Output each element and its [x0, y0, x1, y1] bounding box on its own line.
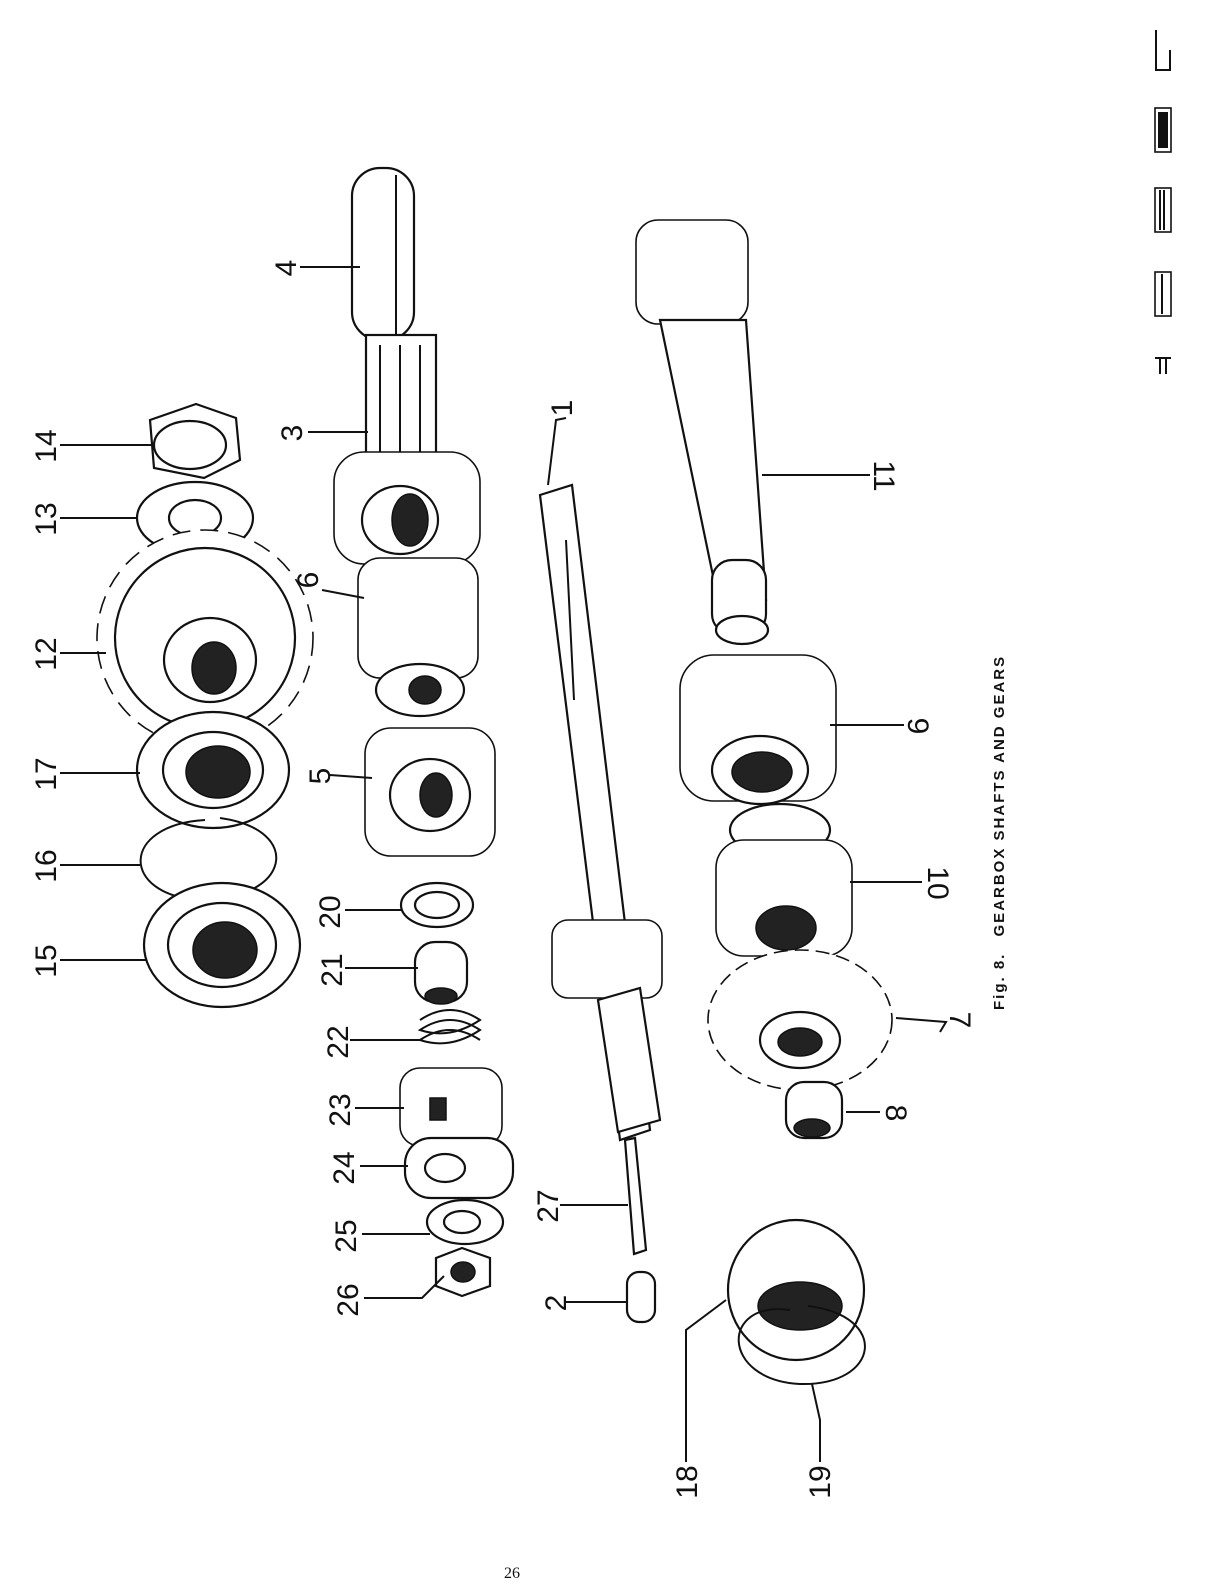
- part-15-bearing: [144, 883, 300, 1007]
- callout-18: 18: [671, 1465, 704, 1498]
- callout-22: 22: [322, 1025, 355, 1058]
- part-17-bearing: [137, 712, 289, 828]
- callout-20: 20: [314, 895, 347, 928]
- part-22-spring: [420, 1010, 480, 1043]
- part-24-cam: [405, 1138, 513, 1198]
- part-3-mainshaft-gear: [334, 335, 480, 564]
- callout-24: 24: [328, 1151, 361, 1184]
- scan-margin-marks: [1155, 30, 1171, 374]
- callout-26: 26: [332, 1283, 365, 1316]
- figure-number: Fig. 8.: [991, 953, 1008, 1010]
- part-5-gear: [365, 728, 495, 856]
- callout-21: 21: [316, 953, 349, 986]
- figure-caption: Fig. 8. GEARBOX SHAFTS AND GEARS: [991, 655, 1008, 1010]
- callout-16: 16: [30, 849, 63, 882]
- callout-13: 13: [30, 502, 63, 535]
- figure-title: GEARBOX SHAFTS AND GEARS: [991, 655, 1008, 937]
- part-14-hex-nut: [150, 404, 240, 478]
- callout-23: 23: [324, 1093, 357, 1126]
- callout-11: 11: [867, 460, 900, 491]
- part-9-gear: [680, 655, 836, 804]
- part-25-lock-washer: [427, 1200, 503, 1244]
- part-4-sleeve: [352, 168, 414, 340]
- callout-6: 6: [292, 572, 325, 589]
- callout-7: 7: [943, 1012, 976, 1029]
- callout-25: 25: [330, 1219, 363, 1252]
- callout-3: 3: [276, 425, 309, 442]
- callout-2: 2: [540, 1295, 573, 1312]
- callout-1: 1: [546, 400, 579, 417]
- part-6-gear: [358, 558, 478, 716]
- part-1-shaft: [540, 485, 662, 1140]
- callout-19: 19: [804, 1465, 837, 1498]
- part-10-gear: [716, 804, 852, 956]
- callout-5: 5: [304, 768, 337, 785]
- part-8-bush: [786, 1082, 842, 1138]
- callout-8: 8: [879, 1105, 912, 1122]
- part-21-bush: [415, 942, 467, 1004]
- part-26-nut: [436, 1248, 490, 1296]
- part-11-layshaft: [636, 220, 768, 644]
- part-18-bearing: [728, 1220, 864, 1360]
- part-7-gear: [708, 950, 892, 1090]
- part-23-gear: [400, 1068, 502, 1146]
- callout-14: 14: [30, 429, 63, 462]
- part-20-thrust-washer: [401, 883, 473, 927]
- part-27-push-rod: [625, 1138, 646, 1254]
- callout-9: 9: [901, 718, 934, 735]
- callout-15: 15: [30, 944, 63, 977]
- callout-12: 12: [30, 637, 63, 670]
- part-2-pin: [627, 1272, 655, 1322]
- callout-27: 27: [532, 1189, 565, 1222]
- callout-4: 4: [270, 260, 303, 277]
- callout-10: 10: [921, 866, 954, 899]
- page-number: 26: [504, 1565, 520, 1582]
- callout-17: 17: [30, 757, 63, 790]
